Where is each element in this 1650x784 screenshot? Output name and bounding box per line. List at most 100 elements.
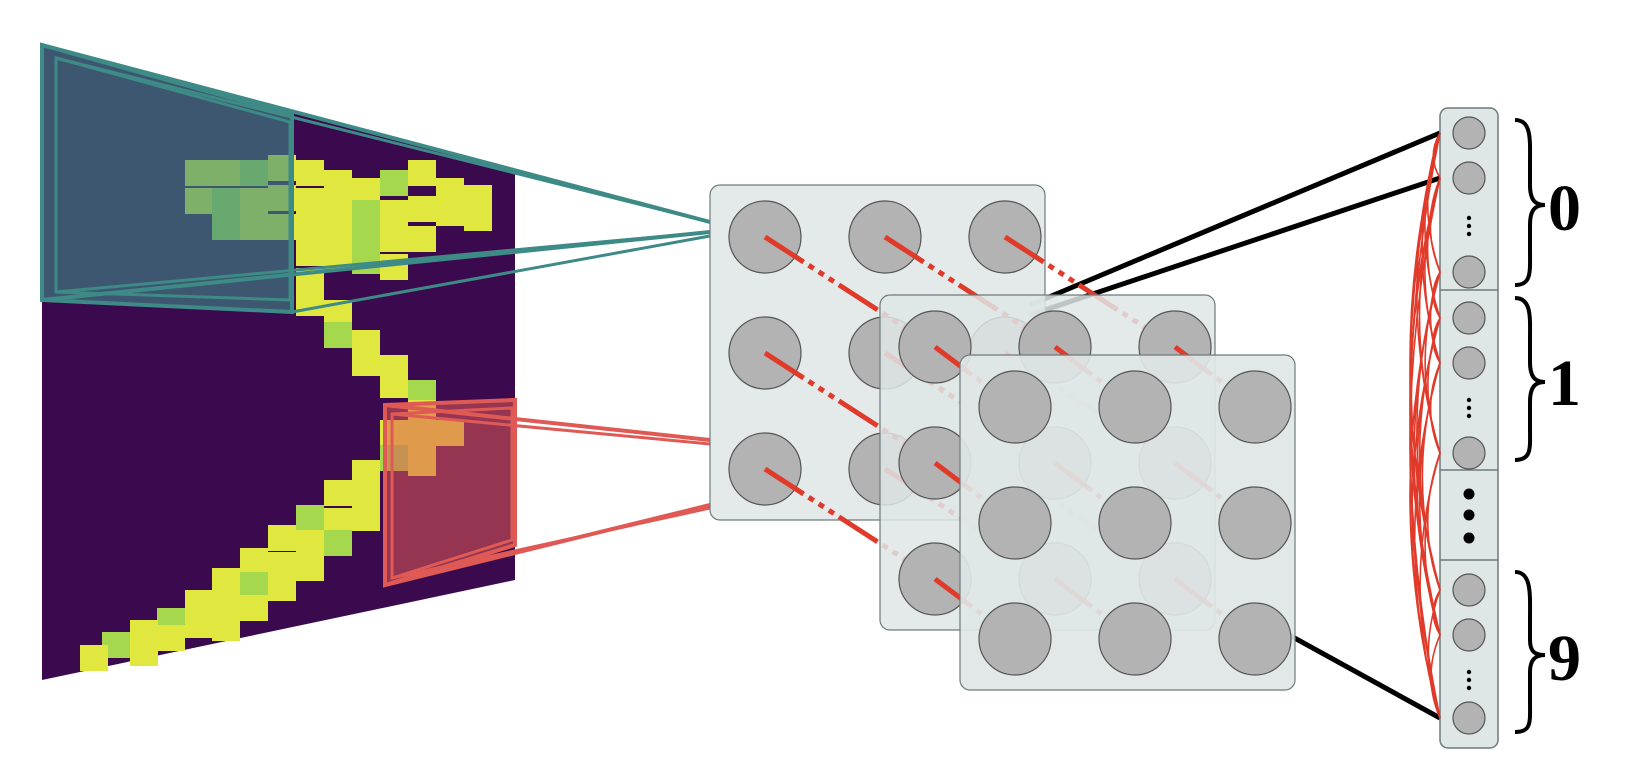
digit-pixel — [464, 205, 492, 231]
digit-pixel — [80, 645, 108, 671]
red-connection-line — [933, 461, 1017, 525]
teal-projection-line — [55, 56, 711, 224]
feature-map-neuron — [1098, 370, 1172, 444]
teal-receptive-field — [40, 42, 711, 315]
vertical-ellipsis-icon — [1466, 397, 1472, 403]
output-neuron — [1452, 573, 1486, 607]
digit-pixel — [436, 200, 464, 226]
red-projection-line — [391, 412, 711, 446]
output-neuron — [1452, 436, 1486, 470]
vertical-ellipsis-icon — [1466, 677, 1472, 683]
right-curly-brace-icon — [1514, 118, 1546, 287]
vertical-ellipsis-icon — [1466, 669, 1472, 675]
softmax-arc — [1409, 177, 1441, 719]
digit-pixel — [185, 590, 213, 616]
feature-map-neuron — [1218, 602, 1292, 676]
feature-map-neuron — [1098, 486, 1172, 560]
dense-connection-line — [1278, 627, 1442, 721]
feature-map-neuron — [978, 602, 1052, 676]
digit-pixel — [324, 508, 352, 534]
digit-pixel — [380, 200, 408, 226]
dense-connections — [1029, 130, 1442, 721]
digit-pixel — [212, 568, 240, 594]
vertical-ellipsis-icon — [1466, 413, 1472, 419]
output-neuron — [1452, 346, 1486, 380]
digit-pixel — [380, 226, 408, 252]
digit-pixel — [296, 188, 324, 214]
digit-pixel — [408, 160, 436, 186]
teal-projection-line — [291, 234, 711, 314]
digit-pixel — [240, 572, 268, 598]
teal-projection-line — [41, 43, 711, 224]
digit-pixel — [352, 350, 380, 376]
digit-pixel — [268, 575, 296, 601]
feature-map-neuron — [1218, 486, 1292, 560]
digit-pixel — [408, 226, 436, 252]
vertical-ellipsis-icon — [1466, 223, 1472, 229]
output-neuron — [1452, 255, 1486, 289]
output-neuron — [1452, 618, 1486, 652]
softmax-connections — [1409, 132, 1441, 719]
digit-pixel — [352, 505, 380, 531]
digit-pixel — [324, 322, 352, 348]
digit-pixel — [408, 196, 436, 222]
feature-maps — [709, 184, 1296, 691]
output-neuron — [1452, 301, 1486, 335]
digit-pixel — [352, 460, 380, 486]
output-neurons — [1452, 116, 1486, 735]
digit-pixel — [268, 525, 296, 551]
output-neuron — [1452, 701, 1486, 735]
digit-pixel — [296, 505, 324, 531]
output-column — [1439, 107, 1499, 749]
group-label-9: 9 — [1548, 622, 1581, 695]
teal-projection-line — [55, 230, 711, 294]
digit-pixel — [352, 178, 380, 204]
digit-pixel — [212, 592, 240, 618]
output-layer — [1409, 107, 1499, 749]
digit-pixel — [324, 196, 352, 222]
digit-pixel — [296, 555, 324, 581]
digit-pixel — [240, 595, 268, 621]
vertical-ellipsis-icon — [1466, 685, 1472, 691]
vertical-ellipsis-icon — [1466, 231, 1472, 237]
feature-map-neuron — [978, 370, 1052, 444]
dense-connection-line — [1029, 175, 1441, 318]
digit-pixel — [296, 530, 324, 556]
red-connection-line — [933, 345, 1017, 409]
feature-map-3 — [959, 354, 1296, 691]
digit-pixel — [324, 530, 352, 556]
group-labels: 0 1 9 — [1514, 118, 1581, 734]
digit-pixel — [324, 480, 352, 506]
feature-map-neuron — [978, 486, 1052, 560]
vertical-ellipsis-icon — [1463, 488, 1475, 544]
feature-map-neuron — [1098, 602, 1172, 676]
digit-pixel — [380, 170, 408, 196]
digit-pixel — [352, 200, 380, 226]
digit-pixel — [380, 372, 408, 398]
digit-pixel — [157, 625, 185, 651]
softmax-arc — [1430, 634, 1441, 719]
digit-pixel — [352, 226, 380, 252]
red-projection-line — [384, 403, 711, 442]
digit-pixel — [185, 612, 213, 638]
dense-connection-line — [1029, 130, 1441, 308]
digit-pixel — [296, 240, 324, 266]
feature-map-neuron — [1218, 370, 1292, 444]
red-projection-line — [391, 506, 711, 580]
red-connection-line — [933, 577, 1017, 641]
digit-pixel — [296, 290, 324, 316]
digit-pixel — [324, 222, 352, 248]
digit-pixel — [240, 548, 268, 574]
vertical-ellipsis-icon — [1466, 405, 1472, 411]
vertical-ellipsis-icon — [1466, 215, 1472, 221]
red-receptive-field — [383, 397, 711, 588]
output-neuron — [1452, 116, 1486, 150]
group-label-0: 0 — [1548, 172, 1581, 245]
digit-pixel — [212, 615, 240, 641]
digit-pixel — [296, 214, 324, 240]
digit-pixel — [436, 178, 464, 204]
digit-pixel — [324, 170, 352, 196]
digit-pixel — [296, 160, 324, 186]
group-label-1: 1 — [1548, 347, 1581, 420]
right-curly-brace-icon — [1514, 570, 1546, 734]
